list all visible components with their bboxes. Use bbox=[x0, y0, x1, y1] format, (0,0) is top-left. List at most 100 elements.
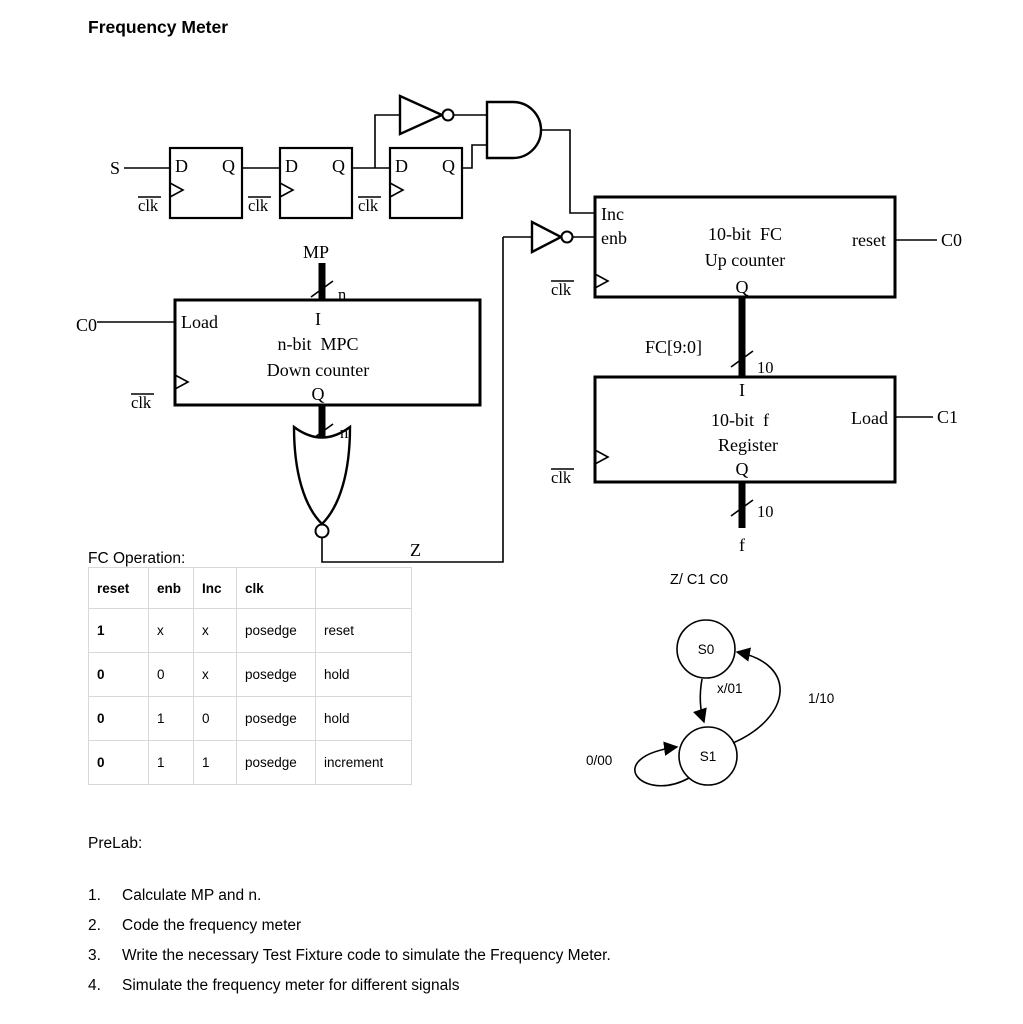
cell: posedge bbox=[236, 608, 316, 653]
state-s0-circle bbox=[676, 619, 736, 679]
prelab-item-2: 2.Code the frequency meter bbox=[88, 916, 301, 936]
dff1-box bbox=[168, 146, 244, 220]
table-row: 0 1 0 posedge hold bbox=[88, 696, 412, 741]
prelab-item-text: Calculate MP and n. bbox=[122, 887, 262, 904]
q-bus-width-label: n bbox=[340, 423, 348, 442]
up-counter-reset-label: reset bbox=[852, 230, 886, 250]
down-counter-i-label: I bbox=[315, 309, 321, 329]
down-counter-clk-label: clk bbox=[131, 393, 152, 412]
prelab-item-text: Write the necessary Test Fixture code to… bbox=[122, 947, 611, 964]
cell: 1 bbox=[88, 608, 149, 653]
signal-c0-label: C0 bbox=[941, 230, 962, 250]
header-enb: enb bbox=[148, 567, 194, 609]
up-counter-box bbox=[593, 195, 897, 299]
prelab-item-number: 4. bbox=[88, 977, 101, 994]
prelab-heading: PreLab: bbox=[88, 835, 143, 852]
bus-width-slashes bbox=[310, 280, 754, 517]
data-buses bbox=[318, 263, 746, 528]
down-counter-load-label: Load bbox=[181, 312, 218, 332]
prelab-item-number: 2. bbox=[88, 917, 101, 934]
fc-operation-table: reset enb Inc clk 1 x x posedge reset 0 … bbox=[88, 567, 412, 785]
clock-edge-triangles bbox=[169, 182, 610, 465]
f-bus-width-label: 10 bbox=[757, 502, 774, 521]
up-counter-enb-label: enb bbox=[601, 228, 627, 248]
down-counter-name-line1: n-bit MPC bbox=[277, 334, 358, 354]
prelab-item-4: 4. Simulate the frequency meter for diffe… bbox=[88, 976, 459, 996]
cell: posedge bbox=[236, 740, 316, 785]
cell: x bbox=[193, 608, 237, 653]
down-counter-box bbox=[173, 298, 482, 407]
state-s0-label: S0 bbox=[698, 642, 715, 657]
cell: hold bbox=[315, 696, 412, 741]
page-title: Frequency Meter bbox=[88, 17, 229, 37]
cell: 0 bbox=[193, 696, 237, 741]
prelab-item-number: 1. bbox=[88, 887, 101, 904]
up-counter-name-line2: Up counter bbox=[705, 250, 785, 270]
register-q-label: Q bbox=[736, 459, 749, 479]
prelab-item-3: 3.Write the necessary Test Fixture code … bbox=[88, 946, 611, 966]
fc-operation-heading: FC Operation: bbox=[88, 550, 186, 567]
signal-z-label: Z bbox=[410, 540, 421, 560]
header-inc: Inc bbox=[193, 567, 237, 609]
signal-c1-label: C1 bbox=[937, 407, 958, 427]
prelab-item-text: Simulate the frequency meter for differe… bbox=[122, 977, 460, 994]
mp-bus-width-label: n bbox=[338, 285, 346, 304]
cell: 1 bbox=[148, 696, 194, 741]
dff1-q-label: Q bbox=[222, 156, 235, 176]
cell: posedge bbox=[236, 696, 316, 741]
transition-s0-to-s1 bbox=[693, 678, 707, 724]
dff3-clk-label: clk bbox=[358, 196, 379, 215]
not-gate-bubble bbox=[441, 108, 455, 122]
z-feedback-wire bbox=[321, 237, 504, 563]
register-box bbox=[593, 375, 897, 484]
nor-gate bbox=[292, 424, 352, 526]
header-clk: clk bbox=[236, 567, 316, 609]
up-counter-clk-label: clk bbox=[551, 280, 572, 299]
state-s1-circle bbox=[678, 726, 738, 786]
cell: x bbox=[193, 652, 237, 697]
register-name-line1: 10-bit f bbox=[711, 410, 769, 430]
signal-f-label: f bbox=[739, 535, 745, 555]
table-header-row: reset enb Inc clk bbox=[88, 567, 412, 609]
header-action bbox=[315, 567, 412, 609]
prelab-item-1: 1. Calculate MP and n. bbox=[88, 886, 261, 906]
cell: 0 bbox=[88, 740, 149, 785]
state-machine-caption: Z/ C1 C0 bbox=[670, 572, 728, 588]
header-reset: reset bbox=[88, 567, 149, 609]
dff2-d-label: D bbox=[285, 156, 298, 176]
up-counter-name-line1: 10-bit FC bbox=[708, 224, 782, 244]
nor-gate-bubble bbox=[314, 523, 330, 539]
dff3-q-label: Q bbox=[442, 156, 455, 176]
register-load-label: Load bbox=[851, 408, 888, 428]
cell: increment bbox=[315, 740, 412, 785]
transition-s1-to-s0 bbox=[732, 647, 781, 744]
table-row: 0 0 x posedge hold bbox=[88, 652, 412, 697]
dff2-clk-label: clk bbox=[248, 196, 269, 215]
state-s1-label: S1 bbox=[700, 749, 717, 764]
and-gate bbox=[485, 100, 543, 160]
dff1-d-label: D bbox=[175, 156, 188, 176]
fc-bus-width-label: 10 bbox=[757, 358, 774, 377]
cell: x bbox=[148, 608, 194, 653]
register-name-line2: Register bbox=[718, 435, 778, 455]
down-counter-name-line2: Down counter bbox=[267, 360, 369, 380]
cell: 0 bbox=[88, 696, 149, 741]
enb-inverter-bubble bbox=[560, 230, 574, 244]
clk-overlines bbox=[131, 196, 574, 470]
register-i-label: I bbox=[739, 380, 745, 400]
control-signal-wires bbox=[97, 239, 937, 418]
cell: 1 bbox=[193, 740, 237, 785]
cell: 0 bbox=[88, 652, 149, 697]
not-gate bbox=[398, 94, 445, 136]
cell: posedge bbox=[236, 652, 316, 697]
cell: 0 bbox=[148, 652, 194, 697]
up-counter-q-label: Q bbox=[736, 277, 749, 297]
cell: hold bbox=[315, 652, 412, 697]
transition-s1-self-loop bbox=[634, 741, 690, 787]
signal-c0-input-label: C0 bbox=[76, 315, 97, 335]
cell: 1 bbox=[148, 740, 194, 785]
dff3-d-label: D bbox=[395, 156, 408, 176]
register-clk-label: clk bbox=[551, 468, 572, 487]
down-counter-q-label: Q bbox=[312, 384, 325, 404]
